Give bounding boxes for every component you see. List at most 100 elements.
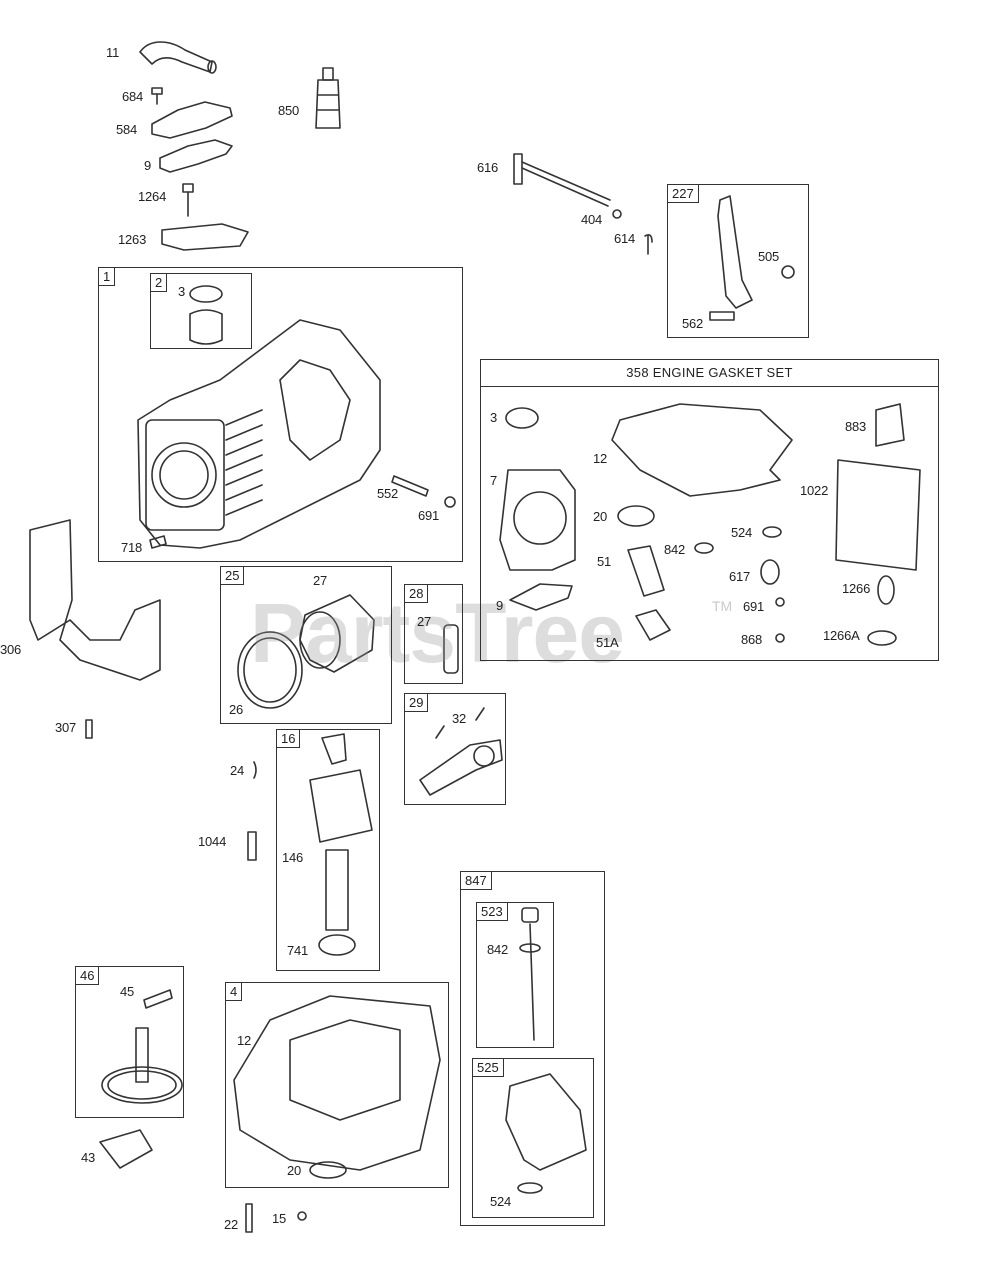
connecting-rod-part (419, 707, 503, 796)
callout-box-523: 523 (476, 902, 554, 1048)
bolt-part (182, 183, 194, 217)
part-label: 43 (81, 1150, 96, 1165)
governor-shaft-part (513, 153, 611, 207)
cylinder-block-part (137, 285, 381, 549)
part-label: 616 (477, 160, 499, 175)
part-label: 45 (120, 984, 135, 999)
part-label: 11 (106, 45, 120, 60)
part-label: 9 (496, 598, 504, 613)
part-label: 12 (593, 451, 608, 466)
part-label: 3 (490, 410, 498, 425)
dipstick-part (519, 907, 541, 1041)
part-label: 850 (278, 103, 300, 118)
part-label: 15 (272, 1211, 287, 1226)
part-label: 1022 (800, 483, 829, 498)
screw-part (151, 87, 163, 105)
watermark-trademark: TM (712, 598, 733, 614)
cover-part (151, 101, 233, 139)
part-label: 51 (597, 554, 612, 569)
part-label: 22 (224, 1217, 239, 1232)
callout-box-16: 16 (276, 729, 380, 971)
part-label: 7 (490, 473, 498, 488)
governor-part (99, 1129, 153, 1169)
callout-box-4: 4 (225, 982, 449, 1188)
part-label: 1044 (198, 834, 227, 849)
part-label: 26 (229, 702, 244, 717)
part-label: 691 (743, 599, 765, 614)
box-tag: 227 (668, 185, 699, 203)
key-part (253, 761, 257, 779)
sealant-tube-part (315, 67, 341, 129)
part-label: 1266A (823, 628, 860, 643)
callout-box-227: 227 (667, 184, 809, 338)
callout-box-46: 46 (75, 966, 184, 1118)
callout-box-29: 29 (404, 693, 506, 805)
box-tag: 847 (461, 872, 492, 890)
callout-box-28: 28 (404, 584, 463, 684)
part-label: 3 (178, 284, 186, 299)
part-label: 1266 (842, 581, 871, 596)
screw-part (85, 719, 93, 739)
gasket-set-title: 358 ENGINE GASKET SET (481, 360, 938, 387)
part-label: 1263 (118, 232, 147, 247)
box-tag: 16 (277, 730, 301, 748)
box-tag: 523 (477, 903, 508, 921)
callout-box-847: 847 (460, 871, 605, 1226)
sump-part (233, 995, 441, 1179)
pin-part (644, 234, 653, 255)
part-label: 718 (121, 540, 143, 555)
part-label: 24 (230, 763, 245, 778)
part-label: 868 (741, 632, 763, 647)
box-tag: 29 (405, 694, 429, 712)
part-label: 9 (144, 158, 152, 173)
gasket-set-parts (499, 403, 921, 646)
part-label: 562 (682, 316, 704, 331)
part-label: 306 (0, 642, 22, 657)
dipstick-tube-part (505, 1073, 587, 1194)
cam-gear-part (101, 989, 183, 1104)
piston-rings-part (237, 594, 375, 709)
gasket-set-box: 358 ENGINE GASKET SET (480, 359, 939, 661)
box-tag: 2 (151, 274, 168, 292)
dowel-part (149, 535, 167, 549)
part-label: 32 (452, 711, 467, 726)
part-label: 842 (487, 942, 509, 957)
crankshaft-part (309, 733, 373, 956)
watermark-text: PartsTree (250, 586, 625, 680)
part-label: 27 (313, 573, 328, 588)
plug-part (297, 1211, 307, 1221)
governor-lever-part (709, 195, 795, 321)
callout-box-25: 25 (220, 566, 392, 724)
part-label: 691 (418, 508, 440, 523)
washer-part (612, 209, 622, 219)
plate-part (161, 223, 249, 251)
part-label: 617 (729, 569, 751, 584)
part-label: 27 (417, 614, 432, 629)
box-tag: 25 (221, 567, 245, 585)
dowel-pin-part (391, 475, 429, 497)
box-tag: 46 (76, 967, 100, 985)
box-tag: 525 (473, 1059, 504, 1077)
box-tag: 4 (226, 983, 243, 1001)
part-label: 146 (282, 850, 304, 865)
piston-pin-part (443, 624, 459, 674)
box-tag: 28 (405, 585, 429, 603)
part-label: 307 (55, 720, 77, 735)
part-label: 20 (287, 1163, 302, 1178)
shroud-part (29, 519, 161, 681)
box-tag: 1 (99, 268, 116, 286)
part-label: 842 (664, 542, 686, 557)
part-label: 552 (377, 486, 399, 501)
callout-box-525: 525 (472, 1058, 594, 1218)
part-label: 741 (287, 943, 309, 958)
part-label: 684 (122, 89, 144, 104)
part-label: 1264 (138, 189, 167, 204)
part-label: 505 (758, 249, 780, 264)
part-label: 524 (731, 525, 753, 540)
part-label: 524 (490, 1194, 512, 1209)
part-label: 883 (845, 419, 867, 434)
callout-box-1: 1 (98, 267, 463, 562)
callout-box-2: 2 (150, 273, 252, 349)
part-label: 12 (237, 1033, 252, 1048)
